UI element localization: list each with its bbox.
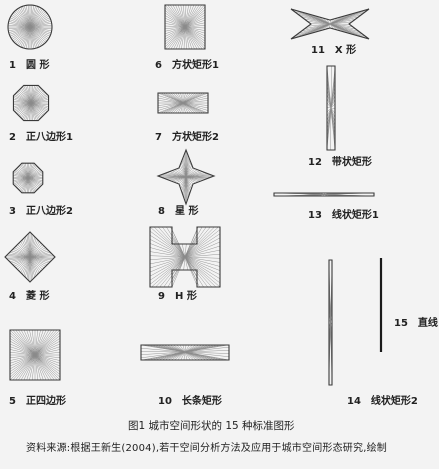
long-rect-shape bbox=[140, 344, 230, 361]
figure-source: 资料来源:根据王新生(2004),若干空间分析方法及应用于城市空间形态研究,绘制 bbox=[26, 443, 387, 454]
line-rect-2-shape bbox=[328, 259, 333, 386]
octagon-1-shape bbox=[12, 84, 50, 122]
line-rect-1-shape bbox=[273, 192, 375, 197]
x-shape bbox=[290, 8, 370, 40]
square-rect-2-shape bbox=[157, 92, 209, 114]
square-shape bbox=[9, 329, 61, 381]
circle-shape bbox=[7, 4, 53, 50]
h-shape bbox=[149, 226, 221, 288]
rhombus-shape bbox=[4, 231, 56, 283]
square-rect-1-shape bbox=[164, 4, 206, 50]
octagon-2-shape bbox=[12, 162, 44, 194]
band-rect-shape bbox=[326, 65, 336, 151]
star-shape bbox=[156, 148, 216, 206]
figure-caption: 图1 城市空间形状的 15 种标准图形 bbox=[128, 420, 295, 432]
